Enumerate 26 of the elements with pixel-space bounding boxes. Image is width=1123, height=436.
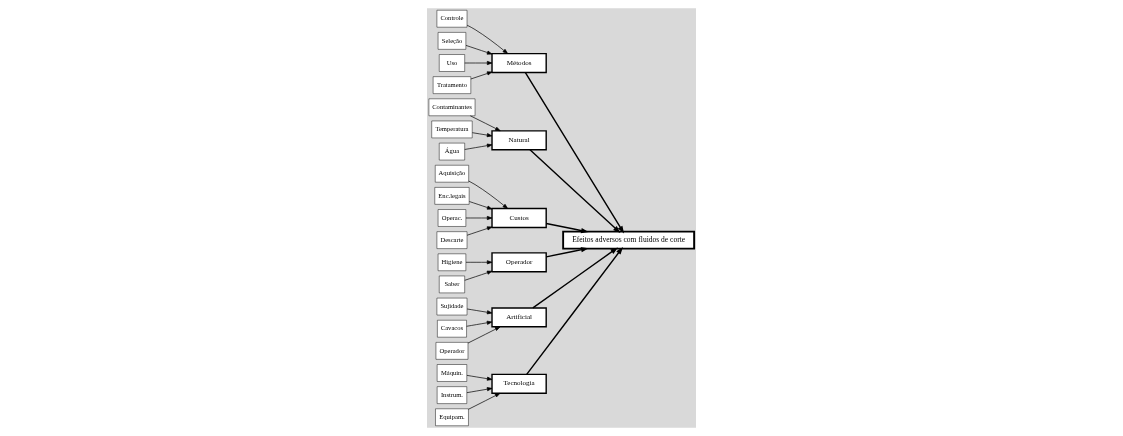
arrow bbox=[471, 132, 493, 138]
arrow bbox=[532, 247, 618, 309]
arrow bbox=[466, 308, 493, 315]
arrow bbox=[466, 24, 508, 54]
arrow bbox=[470, 115, 501, 132]
arrow bbox=[466, 387, 493, 393]
arrow bbox=[466, 375, 493, 381]
arrow bbox=[468, 201, 493, 210]
arrow bbox=[526, 247, 623, 376]
arrow bbox=[545, 247, 589, 258]
arrow bbox=[465, 45, 493, 55]
arrow bbox=[466, 320, 493, 327]
arrow bbox=[468, 180, 508, 209]
arrow bbox=[470, 71, 493, 80]
arrow bbox=[529, 149, 621, 234]
arrow bbox=[524, 71, 625, 234]
arrow bbox=[465, 216, 493, 220]
arrow bbox=[464, 270, 493, 281]
arrow bbox=[468, 393, 501, 410]
arrow bbox=[545, 222, 589, 234]
arrow bbox=[466, 226, 493, 236]
arrow bbox=[467, 326, 501, 344]
arrow bbox=[465, 260, 493, 265]
node-box: Efeitos adversos com fluidos de corte bbox=[562, 230, 696, 250]
arrow bbox=[464, 61, 493, 65]
arrow bbox=[464, 143, 493, 150]
